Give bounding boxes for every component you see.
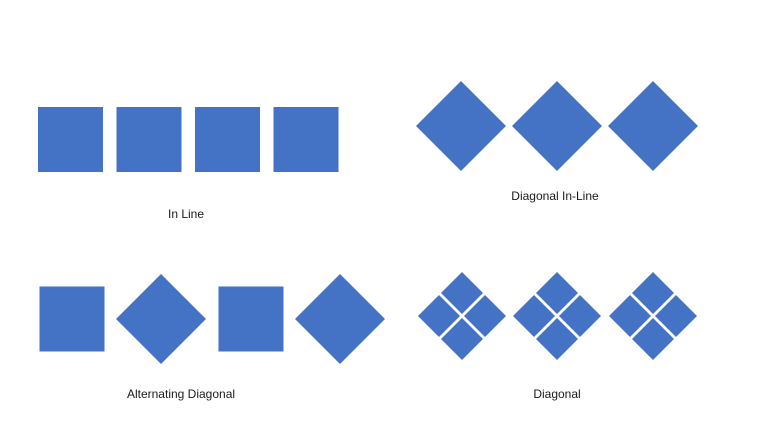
diagonal-small-diamond [513, 295, 555, 337]
diagonal-small-diamond [632, 318, 674, 360]
diagonal-small-diamond [418, 295, 460, 337]
diagonal-small-diamond [632, 272, 674, 314]
diagonal-group [418, 272, 697, 360]
in-line-group [38, 107, 339, 172]
diagonal-small-diamond [655, 295, 697, 337]
in-line-caption: In Line [167, 207, 205, 221]
diagonal-small-diamond [609, 295, 651, 337]
diagonal-caption: Diagonal [533, 387, 581, 401]
diagonal-in-line-group [416, 81, 698, 171]
diagonal-small-diamond [441, 318, 483, 360]
in-line-square [116, 107, 182, 172]
in-line-square [273, 107, 339, 172]
diagonal-small-diamond [536, 318, 578, 360]
in-line-square [195, 107, 260, 172]
diagonal-in-line-diamond [512, 81, 602, 171]
diagonal-small-diamond [441, 272, 483, 314]
diagonal-in-line-diamond [608, 81, 698, 171]
diagonal-small-diamond [559, 295, 601, 337]
alternating-square [218, 286, 284, 352]
alternating-diamond [295, 274, 385, 364]
diagonal-in-line-diamond [416, 81, 506, 171]
alternating-square [39, 286, 105, 352]
diagonal-small-diamond [536, 272, 578, 314]
in-line-square [38, 107, 103, 172]
diagonal-in-line-caption: Diagonal In-Line [511, 189, 599, 203]
alternating-diagonal-caption: Alternating Diagonal [126, 387, 236, 401]
diagonal-small-diamond [464, 295, 506, 337]
alternating-diamond [116, 274, 206, 364]
alternating-diagonal-group [39, 274, 385, 364]
